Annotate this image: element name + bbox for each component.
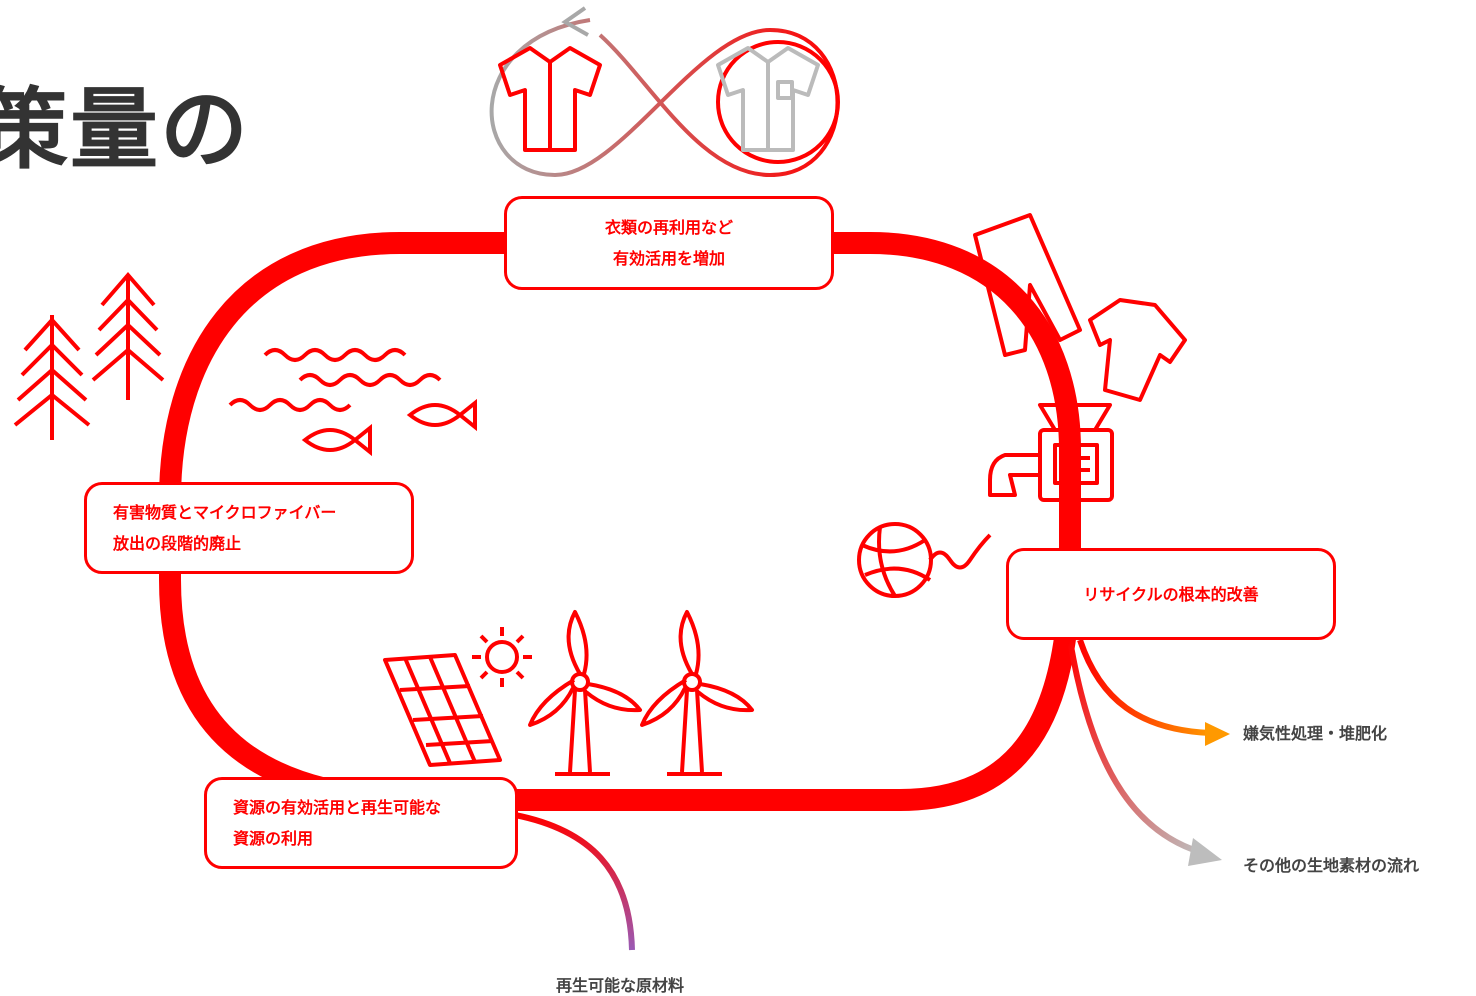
box-resources-line1: 資源の有効活用と再生可能な (233, 798, 442, 817)
flow-other (1067, 639, 1201, 855)
box-reuse: 衣類の再利用など 有効活用を増加 (504, 196, 834, 290)
box-reuse-line1: 衣類の再利用など (604, 218, 733, 237)
shirt-red-icon (498, 46, 602, 152)
box-resources-line2: 資源の利用 (233, 829, 314, 848)
sun-icon (472, 627, 532, 687)
flow-other-arrow (1188, 838, 1222, 866)
shirt-gray-icon (716, 46, 820, 152)
waves-fish-icon (228, 348, 477, 457)
flow-anaerobic-arrow (1205, 722, 1230, 746)
label-raw-materials: 再生可能な原材料 (556, 976, 685, 995)
solar-panel-icon (383, 653, 502, 767)
trees-icon (13, 271, 165, 440)
wind-turbine-icon (528, 610, 642, 776)
label-anaerobic: 嫌気性処理・堆肥化 (1243, 724, 1388, 743)
wind-turbine-icon-2 (640, 610, 754, 776)
yarn-ball-icon (857, 522, 992, 598)
box-harmful: 有害物質とマイクロファイバー 放出の段階的廃止 (84, 482, 414, 574)
shirt-recycle-icon (1088, 298, 1187, 402)
label-other-flow: その他の生地素材の流れ (1243, 856, 1420, 875)
flow-anaerobic (1077, 639, 1211, 736)
box-resources: 資源の有効活用と再生可能な 資源の利用 (204, 777, 518, 869)
box-recycle: リサイクルの根本的改善 (1006, 548, 1336, 640)
box-recycle-line1: リサイクルの根本的改善 (1083, 584, 1259, 604)
box-harmful-line1: 有害物質とマイクロファイバー (113, 503, 337, 522)
pants-icon (973, 213, 1082, 357)
box-reuse-line2: 有効活用を増加 (612, 249, 725, 268)
page-title-fragment: 策量の (0, 78, 251, 181)
flow-raw (514, 812, 635, 951)
shredder-machine-icon (988, 403, 1114, 502)
reuse-infinity-icon (489, 6, 840, 178)
box-harmful-line2: 放出の段階的廃止 (113, 534, 242, 553)
